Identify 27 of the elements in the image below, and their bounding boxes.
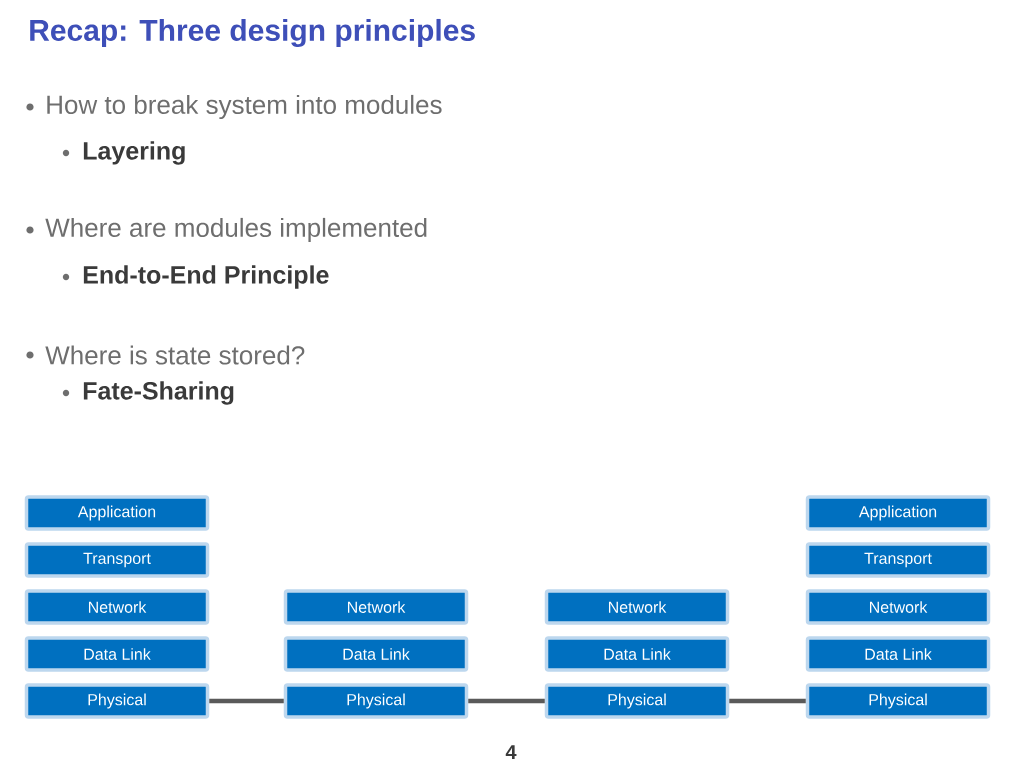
link-line — [209, 698, 284, 704]
page-number: 4 — [505, 745, 517, 759]
layer-box: Transport — [805, 542, 991, 578]
layer-box: Network — [283, 589, 469, 625]
bullet-text: Where is state stored? — [45, 345, 305, 365]
bullet-text: How to break system into modules — [47, 94, 442, 120]
layer-box: Data Link — [544, 636, 730, 672]
layer-box: Physical — [805, 683, 991, 719]
layer-box: Physical — [24, 683, 210, 719]
layer-box: Data Link — [283, 636, 469, 672]
sub-bullet-text: Layering — [83, 141, 185, 165]
sub-bullet-text: Fate-Sharing — [83, 381, 234, 405]
link-line — [468, 698, 545, 704]
layer-box: Network — [24, 589, 210, 625]
bullet-text: Where are modules implemented — [45, 217, 427, 243]
layer-box: Data Link — [805, 636, 991, 672]
layer-box: Application — [24, 495, 210, 531]
layer-box: Physical — [544, 683, 730, 719]
sub-bullet-text: End-to-End Principle — [83, 265, 329, 289]
layer-box: Physical — [283, 683, 469, 719]
layer-box: Network — [805, 589, 991, 625]
layer-box: Transport — [24, 542, 210, 578]
link-line — [729, 698, 806, 704]
layer-box: Application — [805, 495, 991, 531]
layer-box: Network — [544, 589, 730, 625]
layer-box: Data Link — [24, 636, 210, 672]
slide-title: Recap: Three design principles — [30, 18, 475, 48]
